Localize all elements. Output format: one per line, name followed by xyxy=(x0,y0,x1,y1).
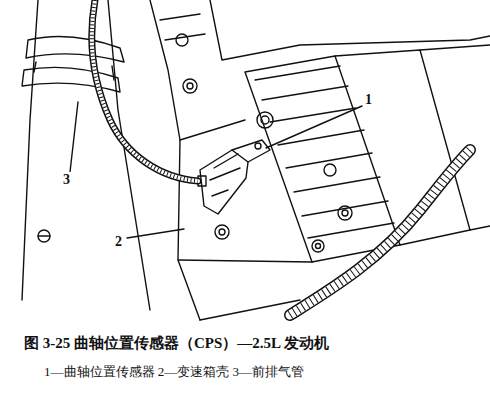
bolts-stroke xyxy=(312,240,324,252)
transmission-housing-stroke xyxy=(245,56,400,262)
sensor-cable-stroke xyxy=(92,0,198,181)
bolts-stroke xyxy=(261,116,269,124)
bolts-stroke xyxy=(316,244,321,249)
sensor-cable xyxy=(92,0,198,181)
leader-lines xyxy=(70,102,362,238)
exhaust-pipe-stroke xyxy=(26,36,124,62)
crankshaft-position-sensor-stroke xyxy=(255,143,261,149)
transmission-housing-stroke xyxy=(335,50,470,245)
sensor-cable-stroke xyxy=(92,0,198,181)
callout-number: 1 xyxy=(364,92,373,109)
hose-stroke xyxy=(290,150,470,315)
bolts-stroke xyxy=(338,206,352,220)
transmission-housing-stroke xyxy=(150,0,200,320)
leader-lines-stroke xyxy=(266,106,362,148)
hose-stroke xyxy=(290,150,470,315)
bolts-stroke xyxy=(324,164,336,176)
transmission-housing-stroke xyxy=(255,66,394,238)
sensor-cable-stroke xyxy=(92,0,198,181)
hose-stroke xyxy=(290,150,470,315)
bolts xyxy=(176,34,352,252)
bolts-stroke xyxy=(219,229,225,235)
transmission-housing xyxy=(150,0,490,320)
leader-lines-stroke xyxy=(70,102,78,172)
figure-caption: 图 3-25 曲轴位置传感器（CPS）—2.5L 发动机 xyxy=(24,334,329,352)
crankshaft-position-sensor-stroke xyxy=(210,154,240,196)
crankshaft-position-sensor-stroke xyxy=(200,150,248,214)
bolts-stroke xyxy=(183,79,197,93)
bolts-stroke xyxy=(215,225,229,239)
exhaust-pipe-stroke xyxy=(38,235,50,236)
callout-number: 2 xyxy=(114,234,123,251)
crankshaft-position-sensor-stroke xyxy=(232,140,270,162)
crankshaft-position-sensor xyxy=(198,140,270,214)
exhaust-pipe-stroke xyxy=(22,67,120,92)
parts-list: 1—曲轴位置传感器 2—变速箱壳 3—前排气管 xyxy=(44,364,304,380)
callout-number: 3 xyxy=(62,172,71,189)
bolts-stroke xyxy=(187,83,193,89)
bolts-stroke xyxy=(342,210,348,216)
bolts-stroke xyxy=(257,112,273,128)
transmission-housing-stroke xyxy=(210,0,490,60)
exhaust-pipe-stroke xyxy=(34,62,114,80)
transmission-housing-stroke xyxy=(178,120,312,320)
exhaust-pipe-stroke xyxy=(22,0,38,300)
exhaust-pipe-stroke xyxy=(38,230,50,242)
exhaust-pipe xyxy=(22,0,150,310)
hose xyxy=(290,150,470,315)
bolts-stroke xyxy=(176,34,188,46)
leader-lines-stroke xyxy=(127,229,184,238)
transmission-housing-stroke xyxy=(160,14,205,40)
